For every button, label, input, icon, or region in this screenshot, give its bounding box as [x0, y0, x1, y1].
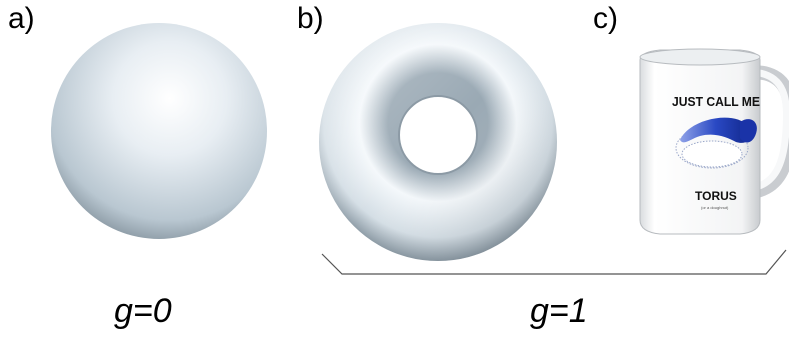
genus-label-torus: g=1: [530, 294, 588, 328]
panel-label-b: b): [297, 4, 324, 34]
mug-image: JUST CALL ME TORUS (or a doughnut): [640, 49, 789, 234]
genus-bracket: [322, 250, 786, 274]
torus-shape: [319, 23, 557, 261]
panel-label-a: a): [8, 4, 35, 34]
sphere-shape: [51, 23, 267, 239]
genus-label-sphere: g=0: [114, 294, 172, 328]
panel-label-c: c): [593, 4, 618, 34]
mug-line-2: TORUS: [695, 189, 737, 203]
mug-fine-print: (or a doughnut): [701, 205, 729, 210]
mug-line-1: JUST CALL ME: [672, 94, 760, 109]
